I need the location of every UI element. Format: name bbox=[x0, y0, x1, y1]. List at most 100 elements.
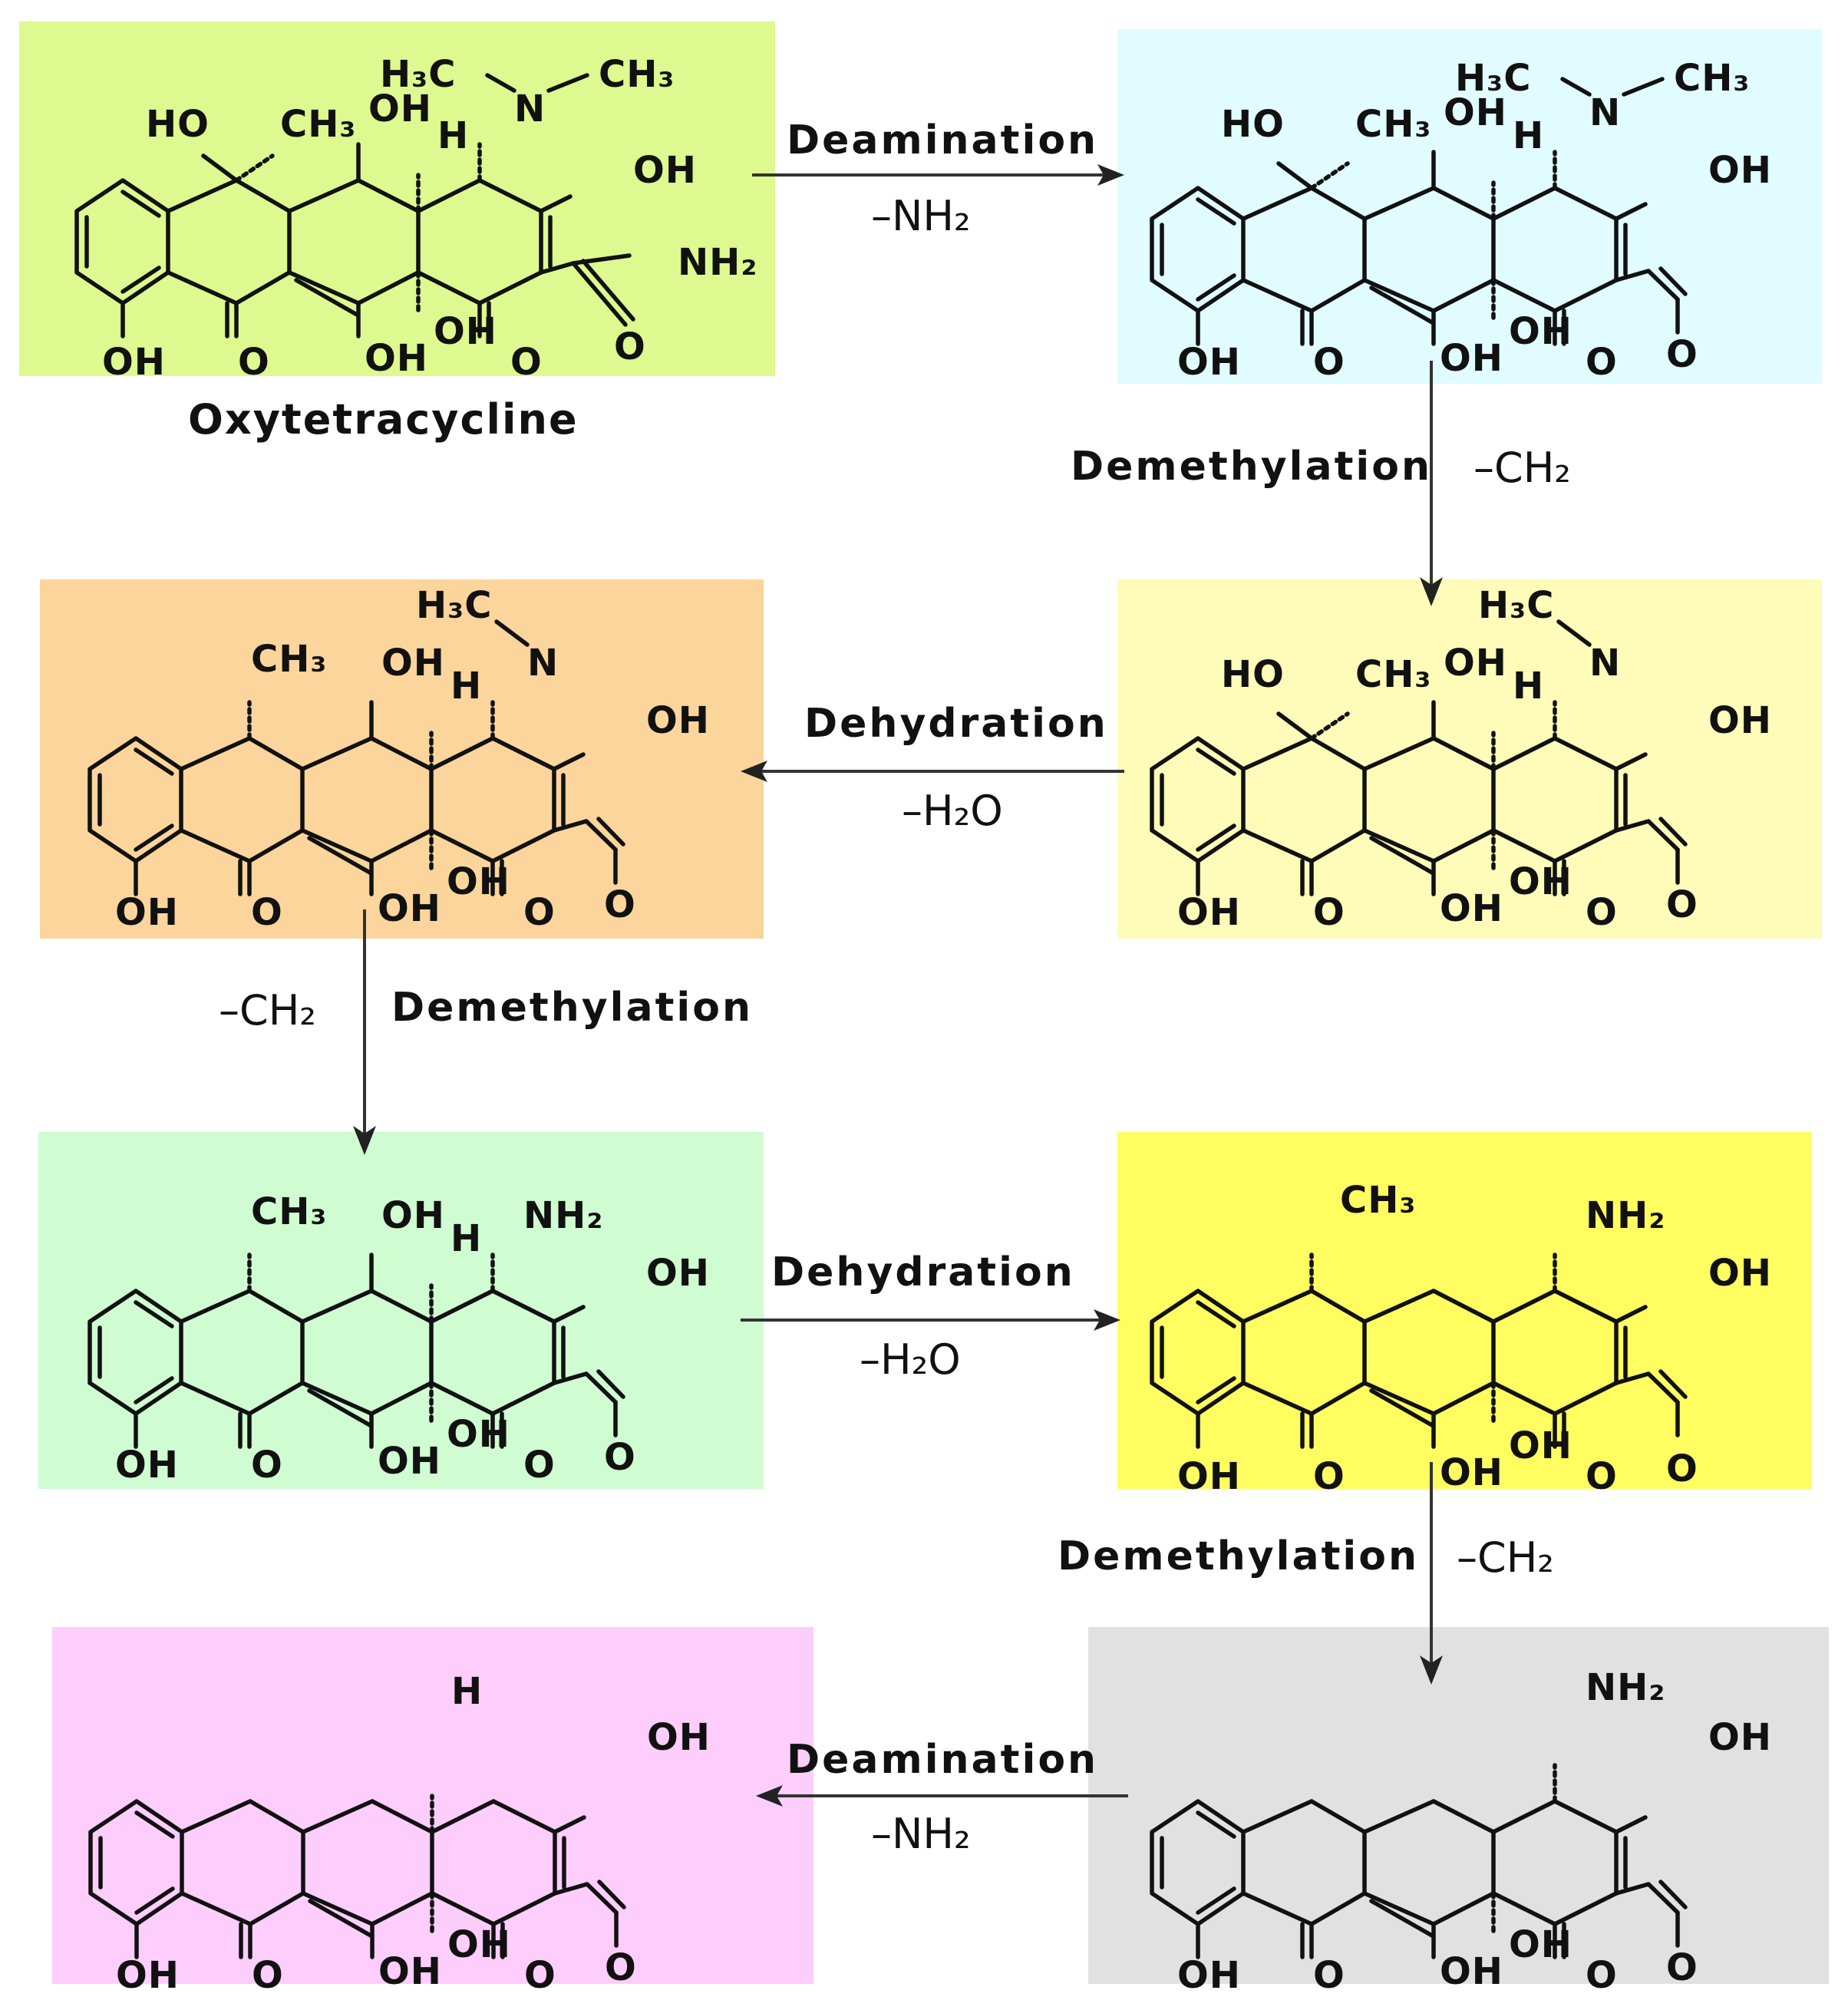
methyl-label: CH₃ bbox=[251, 1190, 327, 1233]
hydroxyl-label: OH bbox=[1177, 891, 1241, 934]
methyl-label: CH₃ bbox=[251, 638, 327, 681]
reaction-name: Dehydration bbox=[804, 701, 1108, 747]
hydroxyl-label: OH bbox=[1177, 1954, 1241, 1997]
oxygen-label: O bbox=[524, 1954, 556, 1997]
oxygen-label: O bbox=[1666, 1447, 1698, 1490]
hydroxyl-label: OH bbox=[381, 642, 445, 685]
oxygen-label: O bbox=[251, 891, 283, 934]
reaction-name: Demethylation bbox=[1071, 444, 1432, 490]
reaction-loss: –H₂O bbox=[902, 787, 1003, 835]
hydroxyl-label: OH bbox=[1708, 1716, 1772, 1759]
hydrogen-label: H bbox=[451, 1670, 483, 1713]
oxygen-label: O bbox=[252, 1954, 284, 1997]
hydroxyl-label: OH bbox=[1440, 337, 1503, 380]
hydroxyl-label: OH bbox=[1440, 1451, 1503, 1494]
reaction-arrow-demethylation: –CH₂ Demethylation bbox=[219, 909, 753, 1155]
hydroxyl-label: OH bbox=[1440, 887, 1503, 930]
panel-product-8: H OH OH O OH OH O O bbox=[52, 1627, 813, 1997]
methyl-label: H₃C bbox=[416, 584, 492, 627]
reaction-loss: –CH₂ bbox=[219, 986, 316, 1035]
reaction-name: Demethylation bbox=[391, 985, 753, 1031]
panel-product-6: NH₂ CH₃ OH OH O OH OH O O bbox=[1117, 1132, 1812, 1498]
oxygen-label: O bbox=[1313, 1954, 1345, 1997]
hydroxyl-label: OH bbox=[381, 1194, 445, 1237]
methyl-label: H₃C bbox=[1478, 584, 1554, 627]
panel-background bbox=[40, 579, 764, 939]
oxygen-label: O bbox=[1313, 1455, 1345, 1498]
oxygen-label: O bbox=[605, 1946, 637, 1989]
reaction-name: Deamination bbox=[787, 1737, 1098, 1783]
hydroxyl-label: HO bbox=[1221, 103, 1285, 146]
hydrogen-label: H bbox=[437, 114, 469, 157]
oxygen-label: O bbox=[510, 341, 543, 384]
oxygen-label: O bbox=[1586, 891, 1618, 934]
amine-label: NH₂ bbox=[1586, 1666, 1665, 1709]
amine-label: NH₂ bbox=[523, 1194, 603, 1237]
hydroxyl-label: OH bbox=[647, 1716, 711, 1759]
oxygen-label: O bbox=[1666, 333, 1698, 376]
hydroxyl-label: OH bbox=[1444, 91, 1507, 134]
reaction-arrow-dehydration: Dehydration –H₂O bbox=[741, 1249, 1120, 1384]
methyl-label: CH₃ bbox=[1355, 103, 1431, 146]
methyl-label: CH₃ bbox=[280, 103, 356, 146]
reaction-arrow-deamination: Deamination –NH₂ bbox=[756, 1737, 1128, 1858]
oxygen-label: O bbox=[1666, 1946, 1698, 1989]
hydroxyl-label: OH bbox=[1509, 1923, 1572, 1966]
hydrogen-label: H bbox=[450, 1217, 482, 1260]
hydroxyl-label: OH bbox=[365, 337, 428, 380]
panel-product-3: N H₃C HO CH₃ OH H OH OH O OH OH O O bbox=[1117, 579, 1822, 939]
panel-background bbox=[1088, 1627, 1829, 1984]
panel-oxytetracycline: N H₃C CH₃ HO CH₃ OH H OH NH₂ OH O OH OH … bbox=[19, 21, 775, 384]
oxygen-label: O bbox=[604, 1436, 636, 1479]
hydroxyl-label: OH bbox=[633, 149, 697, 192]
hydroxyl-label: OH bbox=[447, 860, 510, 903]
reaction-name: Deamination bbox=[787, 117, 1098, 163]
hydroxyl-label: OH bbox=[1444, 642, 1507, 685]
oxygen-label: O bbox=[1586, 341, 1618, 384]
reaction-loss: –CH₂ bbox=[1473, 444, 1571, 492]
hydrogen-label: H bbox=[1513, 665, 1544, 708]
oxygen-label: O bbox=[238, 341, 270, 384]
reaction-loss: –CH₂ bbox=[1457, 1533, 1554, 1582]
hydroxyl-label: OH bbox=[1708, 149, 1772, 192]
n-atom-label: N bbox=[527, 642, 559, 685]
oxygen-label: O bbox=[251, 1444, 283, 1487]
oxygen-label: O bbox=[1313, 891, 1345, 934]
n-atom-label: N bbox=[1589, 91, 1621, 134]
methyl-label: H₃C bbox=[1455, 57, 1531, 100]
hydroxyl-label: OH bbox=[115, 1444, 179, 1487]
panel-product-2: N H₃C CH₃ HO CH₃ OH H OH OH O OH OH O O bbox=[1117, 29, 1822, 384]
hydroxyl-label: OH bbox=[646, 1252, 710, 1295]
hydroxyl-label: OH bbox=[1509, 1424, 1572, 1467]
n-atom-label: N bbox=[514, 87, 546, 130]
oxygen-label: O bbox=[1313, 341, 1345, 384]
oxygen-label: O bbox=[1666, 883, 1698, 926]
n-atom-label: N bbox=[1589, 642, 1621, 685]
reaction-loss: –H₂O bbox=[860, 1335, 961, 1384]
hydrogen-label: H bbox=[1513, 114, 1544, 157]
methyl-label: CH₃ bbox=[599, 53, 675, 96]
panel-product-5: NH₂ CH₃ OH H OH OH O OH OH O O bbox=[38, 1132, 764, 1489]
oxygen-label: O bbox=[1586, 1455, 1618, 1498]
hydroxyl-label: OH bbox=[646, 699, 710, 742]
hydroxyl-label: OH bbox=[434, 310, 497, 353]
panel-product-4: N H₃C CH₃ OH H OH OH O OH OH O O bbox=[40, 579, 764, 939]
panel-background bbox=[1117, 1132, 1812, 1489]
reaction-loss: –NH₂ bbox=[871, 192, 971, 240]
amine-label: NH₂ bbox=[1586, 1194, 1665, 1237]
oxygen-label: O bbox=[523, 1444, 556, 1487]
reaction-arrow-dehydration: Dehydration –H₂O bbox=[741, 701, 1124, 835]
hydroxyl-label: OH bbox=[102, 341, 166, 384]
oxygen-label: O bbox=[614, 325, 646, 368]
oxygen-label: O bbox=[1586, 1954, 1618, 1997]
hydroxyl-label: OH bbox=[116, 1954, 180, 1997]
methyl-label: CH₃ bbox=[1674, 57, 1750, 100]
panel-product-7: NH₂ OH OH O OH OH O O bbox=[1088, 1627, 1829, 1997]
oxygen-label: O bbox=[604, 883, 636, 926]
hydroxyl-label: OH bbox=[1509, 310, 1572, 353]
hydroxyl-label: OH bbox=[378, 1440, 441, 1483]
hydroxyl-label: OH bbox=[115, 891, 179, 934]
methyl-label: CH₃ bbox=[1355, 653, 1431, 696]
hydroxyl-label: OH bbox=[378, 1950, 442, 1993]
reaction-arrow-deamination: Deamination –NH₂ bbox=[752, 117, 1124, 240]
